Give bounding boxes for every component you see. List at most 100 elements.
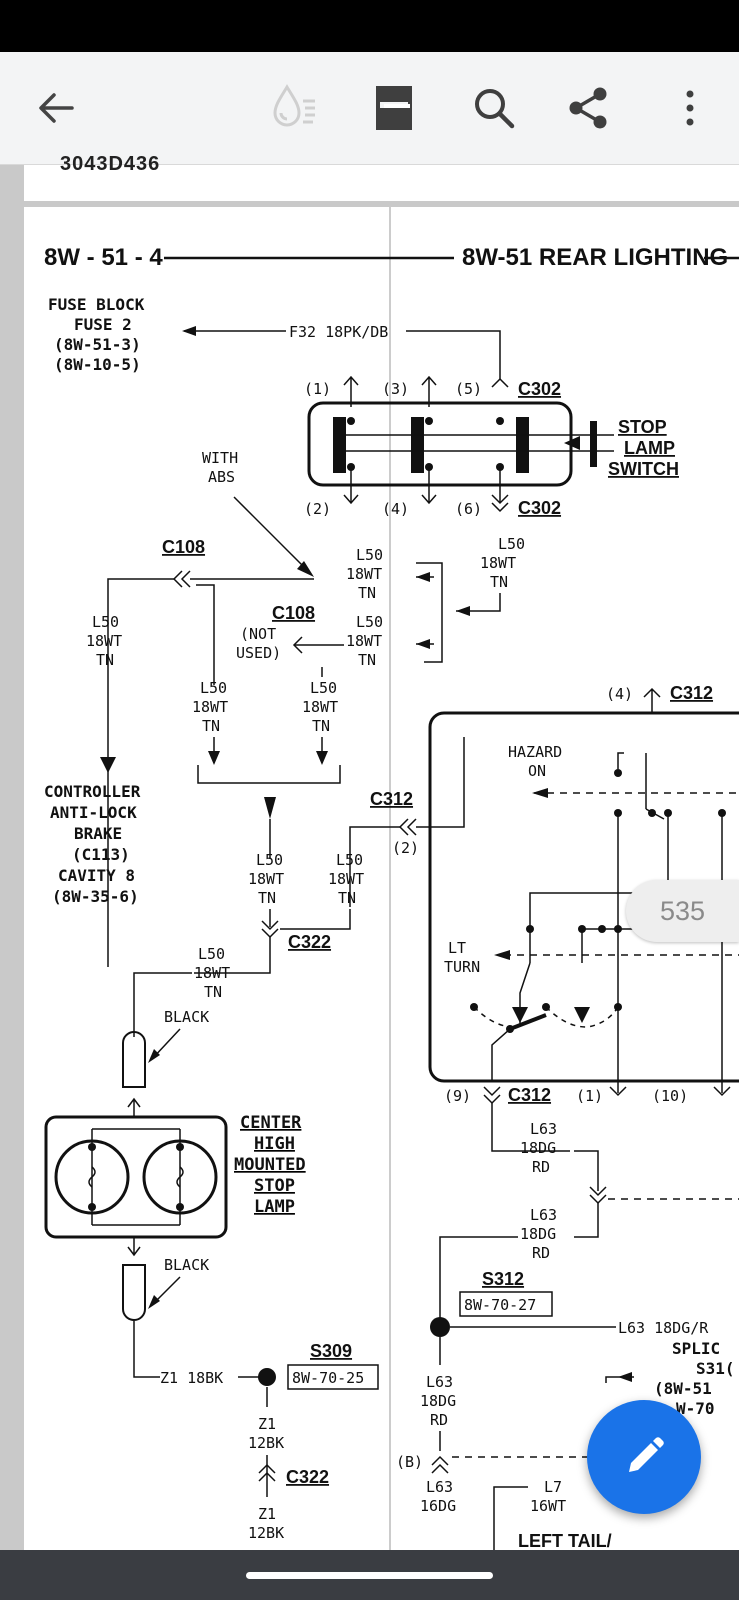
svg-text:L50: L50 [310,679,337,697]
search-button[interactable] [462,76,526,140]
svg-text:16WT: 16WT [530,1497,566,1515]
more-vert-icon [686,90,694,126]
svg-text:L50: L50 [92,613,119,631]
controller-label: CONTROLLER ANTI-LOCK BRAKE (C113) CAVITY… [44,782,141,906]
more-options-button[interactable] [658,76,722,140]
chmsl-label: CENTER HIGH MOUNTED STOP LAMP [234,1113,306,1217]
document-outline-icon [376,86,412,130]
svg-text:TN: TN [312,717,330,735]
svg-text:(5): (5) [455,380,482,398]
svg-text:S31(: S31( [696,1359,735,1378]
share-button[interactable] [556,76,620,140]
page-number-badge: 535 [626,880,739,942]
svg-text:BRAKE: BRAKE [74,824,122,843]
with-abs-label: WITH [202,449,238,467]
schematic-page: 8W - 51 - 4 8W-51 REAR LIGHTING FUSE BLO… [24,207,739,1551]
svg-text:W-70: W-70 [676,1399,715,1418]
svg-text:L50: L50 [356,546,383,564]
c108-label-2: C108 [272,603,315,623]
l63-right-label: L63 18DG/R [618,1319,709,1337]
svg-text:LT: LT [448,939,466,957]
svg-text:(8W-51: (8W-51 [654,1379,712,1398]
svg-text:FUSE BLOCK: FUSE BLOCK [48,295,145,314]
svg-text:HAZARD: HAZARD [508,743,562,761]
black-label-bottom: BLACK [164,1256,209,1274]
svg-text:L7: L7 [544,1478,562,1496]
app-toolbar [0,52,739,165]
svg-text:16DG: 16DG [420,1497,456,1515]
document-viewer[interactable]: 3043D436 8W - 51 - 4 8W-51 REAR LIGHTING… [0,153,739,1551]
svg-text:L50: L50 [200,679,227,697]
previous-page-cut-text: 3043D436 [60,153,161,175]
svg-text:RD: RD [532,1158,550,1176]
c312-label-left: C312 [370,789,413,809]
svg-text:L50: L50 [356,613,383,631]
reading-mode-button[interactable] [262,76,326,140]
home-gesture-pill[interactable] [246,1572,493,1579]
svg-text:STOP: STOP [618,417,667,437]
status-bar [0,0,739,52]
svg-text:18DG: 18DG [520,1225,556,1243]
svg-text:18WT: 18WT [346,565,382,583]
svg-text:CENTER: CENTER [240,1113,302,1133]
c322-label-bottom: C322 [286,1467,329,1487]
svg-text:18DG: 18DG [420,1392,456,1410]
header-left: 8W - 51 - 4 [44,244,163,271]
svg-text:(C113): (C113) [72,845,130,864]
svg-text:(8W-35-6): (8W-35-6) [52,887,139,906]
svg-text:C312: C312 [670,683,713,703]
svg-text:Z1: Z1 [258,1505,276,1523]
svg-text:Z1: Z1 [258,1415,276,1433]
svg-text:TN: TN [204,983,222,1001]
svg-text:(4): (4) [382,500,409,518]
wiring-diagram: 8W - 51 - 4 8W-51 REAR LIGHTING FUSE BLO… [44,207,739,1551]
c108-label: C108 [162,537,205,557]
svg-text:(2): (2) [392,839,419,857]
svg-text:(1): (1) [304,380,331,398]
svg-text:L63: L63 [530,1120,557,1138]
left-tail-label: LEFT TAIL/ [518,1531,612,1551]
svg-text:LAMP: LAMP [254,1197,295,1217]
svg-text:(9): (9) [444,1087,471,1105]
ink-drop-icon [273,84,315,127]
outline-button[interactable] [362,76,426,140]
l50-color-a: TN [490,573,508,591]
pin-b-label: (B) [396,1453,423,1471]
share-icon [569,87,607,129]
header-right: 8W-51 REAR LIGHTING [462,244,728,271]
svg-text:18WT: 18WT [248,870,284,888]
svg-text:C302: C302 [518,498,561,518]
search-icon [475,89,515,129]
svg-text:(2): (2) [304,500,331,518]
svg-text:TN: TN [202,717,220,735]
svg-text:SWITCH: SWITCH [608,459,679,479]
svg-text:(8W-51-3): (8W-51-3) [54,335,141,354]
back-button[interactable] [24,76,88,140]
pencil-edit-icon [629,1437,664,1472]
arrow-left-icon [39,93,74,123]
svg-text:FUSE 2: FUSE 2 [74,315,132,334]
edit-fab-button[interactable] [587,1400,701,1514]
svg-text:LAMP: LAMP [624,438,675,458]
black-label-top: BLACK [164,1008,209,1026]
svg-text:C312: C312 [508,1085,551,1105]
s309-label: S309 [310,1341,352,1361]
svg-text:(8W-10-5): (8W-10-5) [54,355,141,374]
svg-text:USED): USED) [236,644,281,662]
svg-text:L50: L50 [256,851,283,869]
svg-text:L63: L63 [530,1206,557,1224]
svg-text:RD: RD [430,1411,448,1429]
f32-wire-label: F32 18PK/DB [289,323,388,341]
previous-page-fragment: 3043D436 [24,153,739,201]
z1-18bk-label: Z1 18BK [160,1369,223,1387]
fuse-block-label: FUSE BLOCK FUSE 2 (8W-51-3) (8W-10-5) [48,295,145,374]
svg-text:HIGH: HIGH [254,1134,295,1154]
l50-label-a: L50 [498,535,525,553]
svg-text:TN: TN [96,651,114,669]
c322-label: C322 [288,932,331,952]
svg-text:12BK: 12BK [248,1434,284,1452]
svg-text:18WT: 18WT [194,964,230,982]
svg-text:TN: TN [358,584,376,602]
svg-text:18DG: 18DG [520,1139,556,1157]
s312-label: S312 [482,1269,524,1289]
